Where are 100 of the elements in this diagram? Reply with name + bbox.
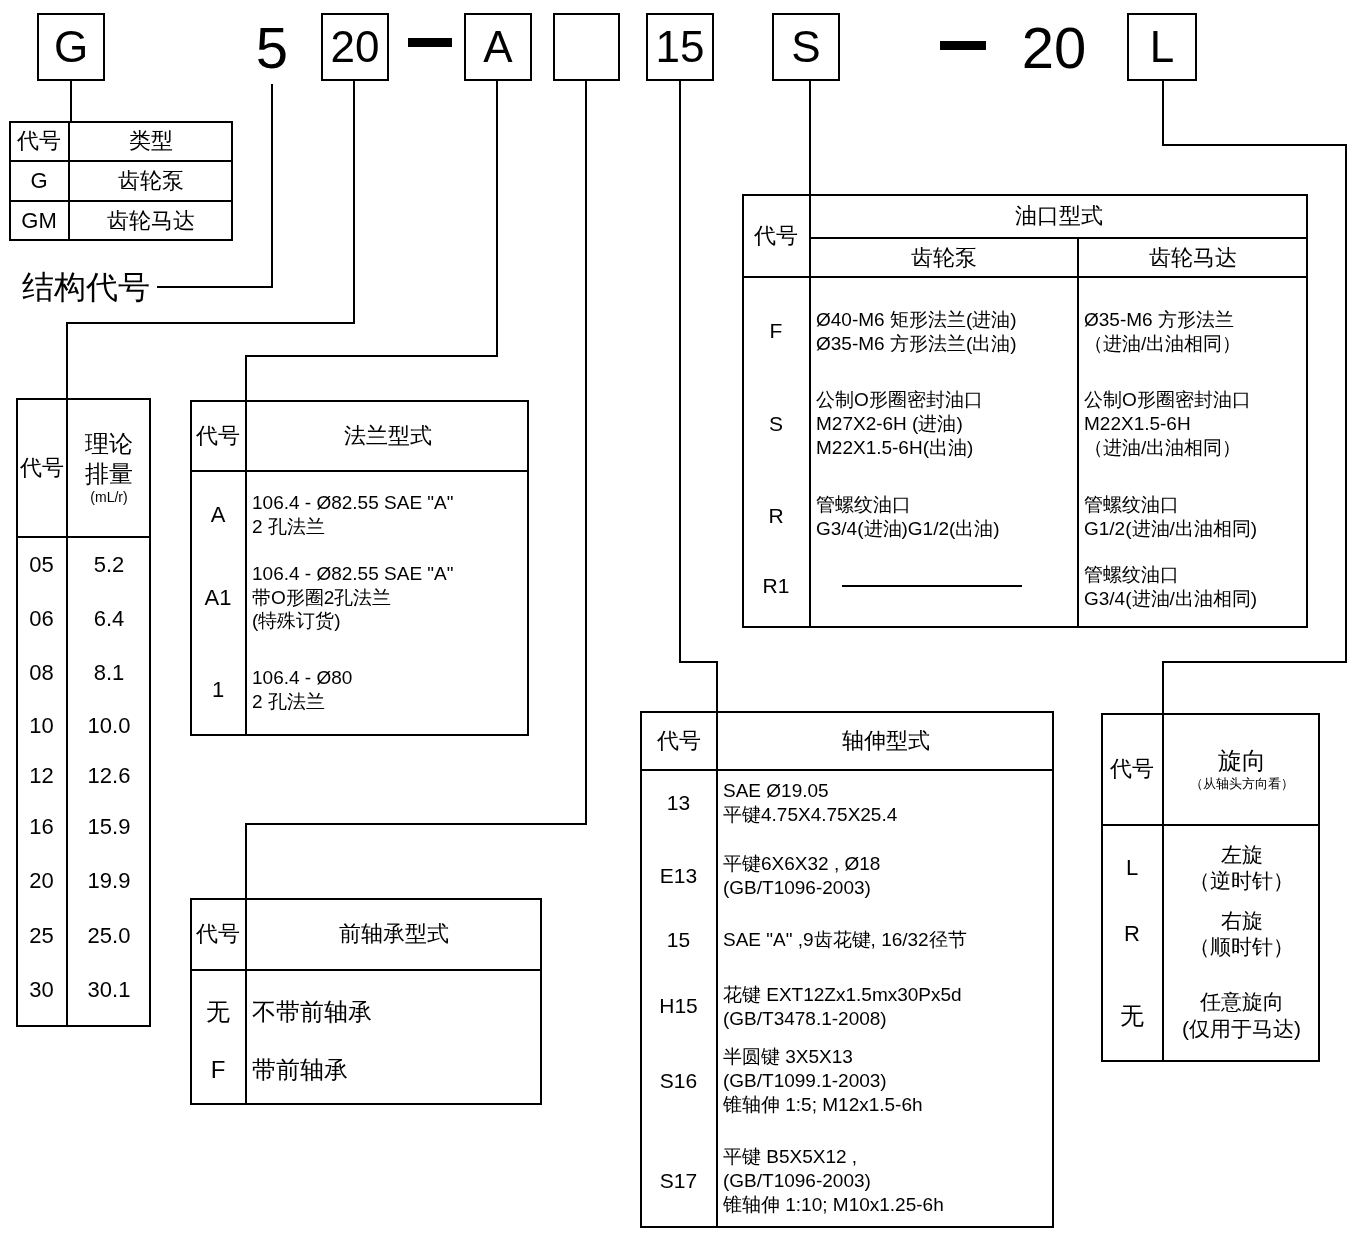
description-text: 106.4 - Ø80: [252, 666, 353, 690]
description-text: 任意旋向: [1199, 989, 1284, 1016]
code-label: S17: [659, 1167, 698, 1194]
description-text: (GB/T1099.1-2003): [723, 1069, 887, 1093]
column-header: 代号: [196, 920, 240, 948]
description-text: G3/4(进油)G1/2(出油): [816, 516, 1000, 541]
value-text: 10.0: [87, 712, 131, 740]
description-text: M27X2-6H (进油): [816, 412, 963, 436]
leader-line: [679, 80, 718, 712]
value-text: 8.1: [93, 659, 125, 687]
code-label: F: [210, 1055, 226, 1085]
value-text: 12.6: [87, 762, 131, 790]
description-text: 平键4.75X4.75X25.4: [723, 803, 898, 827]
code-label: 05: [29, 551, 54, 579]
column-header: 代号: [754, 221, 798, 250]
description-text: 带O形圈2孔法兰: [252, 585, 392, 610]
leader-line: [245, 80, 498, 401]
code-label: 30: [29, 976, 54, 1004]
column-header: 类型: [129, 127, 173, 155]
description-text: M22X1.5-6H: [1084, 412, 1191, 436]
description-text: (仅用于马达): [1182, 1015, 1301, 1042]
column-header: 旋向: [1217, 745, 1266, 776]
column-header: 轴伸型式: [841, 726, 930, 755]
code-label: 16: [29, 813, 54, 841]
caption-text: 结构代号: [15, 266, 157, 308]
spec-table: [742, 194, 1308, 628]
description-text: 锥轴伸 1:5; M12x1.5-6h: [723, 1092, 923, 1117]
code-character: 20: [1020, 14, 1088, 82]
spec-table: [190, 898, 542, 1105]
code-label: S: [769, 410, 783, 437]
code-label: R1: [762, 573, 790, 600]
column-header: 代号: [17, 127, 61, 155]
code-label: S16: [659, 1067, 698, 1094]
description-text: 锥轴伸 1:10; M10x1.25-6h: [723, 1192, 944, 1217]
code-box: L: [1127, 13, 1197, 81]
description-text: （逆时针）: [1189, 868, 1294, 894]
code-label: A1: [204, 583, 232, 612]
value-text: 19.9: [87, 867, 131, 895]
column-header: 前轴承型式: [339, 920, 449, 948]
code-label: G: [30, 167, 48, 195]
code-label: R: [1124, 920, 1140, 948]
code-label: F: [769, 318, 783, 345]
description-text: SAE "A" ,9齿花键, 16/32径节: [723, 928, 967, 952]
value-text: 6.4: [93, 605, 125, 633]
code-label: 10: [29, 712, 54, 740]
code-label: L: [1125, 854, 1139, 882]
description-text: 左旋: [1220, 841, 1263, 868]
description-text: (特殊订货): [252, 609, 341, 634]
description-text: Ø40-M6 矩形法兰(进油): [816, 307, 1017, 332]
description-text: 齿轮泵: [118, 167, 184, 195]
description-text: (GB/T1096-2003): [723, 876, 871, 900]
spec-table: [1101, 713, 1320, 1062]
description-text: 106.4 - Ø82.55 SAE "A": [252, 561, 454, 586]
column-header: （从轴头方向看）: [1189, 775, 1294, 793]
code-label: E13: [659, 862, 698, 889]
description-text: （顺时针）: [1189, 934, 1294, 960]
spec-table: [190, 400, 529, 736]
leader-line: [1162, 80, 1347, 714]
code-label: 13: [666, 789, 691, 816]
leader-line: [70, 80, 72, 122]
description-text: G3/4(进油/出油相同): [1084, 586, 1258, 611]
value-text: 25.0: [87, 922, 131, 950]
code-box: [553, 13, 620, 81]
code-label: A: [210, 501, 226, 529]
description-text: 公制O形圈密封油口: [1084, 388, 1251, 413]
description-text: 管螺纹油口: [816, 492, 911, 517]
code-label: 12: [29, 762, 54, 790]
column-header: 法兰型式: [343, 421, 432, 450]
column-header: 齿轮泵: [911, 243, 977, 272]
code-box: S: [772, 13, 840, 81]
column-header: 代号: [19, 453, 64, 482]
description-text: (GB/T1096-2003): [723, 1169, 871, 1193]
description-text: 花键 EXT12Zx1.5mx30Px5d: [723, 982, 962, 1007]
code-label: R: [768, 503, 784, 530]
description-text: 2 孔法兰: [252, 515, 325, 539]
code-label: 25: [29, 922, 54, 950]
value-text: 30.1: [87, 976, 131, 1004]
value-text: 15.9: [87, 813, 131, 841]
spec-table: [16, 398, 151, 1027]
code-character: 5: [250, 12, 294, 84]
leader-line: [245, 80, 587, 899]
description-text: Ø35-M6 方形法兰: [1084, 307, 1234, 332]
code-label: 08: [29, 659, 54, 687]
code-label: 1: [211, 676, 225, 704]
spec-table: [9, 121, 233, 241]
description-text: 齿轮马达: [107, 207, 195, 235]
code-box: G: [37, 13, 105, 81]
description-text: G1/2(进油/出油相同): [1084, 516, 1258, 541]
description-text: 106.4 - Ø82.55 SAE "A": [252, 491, 454, 515]
description-text: 右旋: [1220, 907, 1263, 934]
code-box: 20: [321, 13, 389, 81]
value-text: 5.2: [93, 551, 125, 579]
description-text: （进油/出油相同）: [1084, 331, 1242, 356]
description-text: 不带前轴承: [252, 997, 372, 1027]
code-label: 06: [29, 605, 54, 633]
leader-line: [809, 80, 811, 195]
description-text: 平键6X6X32 , Ø18: [723, 852, 881, 876]
description-text: 2 孔法兰: [252, 690, 325, 714]
leader-line: [66, 80, 355, 399]
code-box: A: [464, 13, 532, 81]
